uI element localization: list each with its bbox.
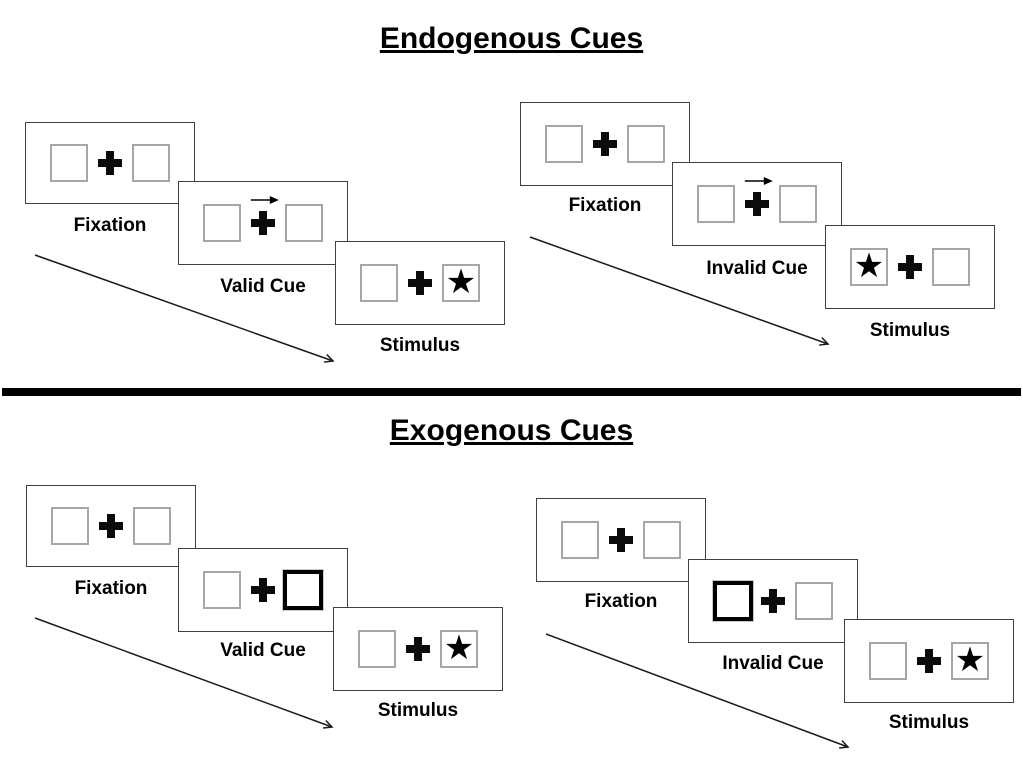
left-box: [203, 204, 241, 242]
fixation-cross-icon: [761, 589, 785, 613]
cued-box-highlight: [282, 569, 324, 611]
fixation-cross-icon: [917, 649, 941, 673]
right-box: [932, 248, 970, 286]
fixation-cross-icon: [745, 192, 769, 216]
cued-box-highlight: [712, 580, 754, 622]
right-box: [627, 125, 665, 163]
left-box: ★: [850, 248, 888, 286]
right-box: [779, 185, 817, 223]
fixation-panel: [536, 498, 706, 582]
fixation-cross-icon: [408, 271, 432, 295]
sequence-arrow-icon: [529, 236, 830, 346]
left-box: [51, 507, 89, 545]
panel-label: Stimulus: [377, 700, 459, 721]
section-title-endogenous: Endogenous Cues: [379, 22, 644, 55]
right-box: ★: [442, 264, 480, 302]
fixation-cross-icon: [609, 528, 633, 552]
target-star-icon: ★: [954, 640, 986, 679]
right-box: ★: [951, 642, 989, 680]
right-box: [285, 204, 323, 242]
sequence-arrow-icon: [34, 617, 334, 729]
panel-label: Invalid Cue: [722, 653, 824, 674]
left-box: [545, 125, 583, 163]
panel-label: Invalid Cue: [706, 258, 808, 279]
left-box: [869, 642, 907, 680]
target-star-icon: ★: [443, 628, 475, 667]
fixation-panel: [520, 102, 690, 186]
sequence-arrow-icon: [545, 633, 850, 749]
fixation-cross-icon: [251, 578, 275, 602]
panel-label: Valid Cue: [220, 276, 306, 297]
valid-cue-panel: [178, 548, 348, 632]
panel-label: Stimulus: [888, 712, 970, 733]
right-box: [795, 582, 833, 620]
valid-cue-panel: [178, 181, 348, 265]
left-box: [203, 571, 241, 609]
fixation-cross-icon: [99, 514, 123, 538]
cue-arrow-icon: [250, 196, 279, 204]
panel-label: Fixation: [73, 215, 147, 236]
left-box: [50, 144, 88, 182]
left-box: [360, 264, 398, 302]
target-star-icon: ★: [445, 262, 477, 301]
right-box: ★: [440, 630, 478, 668]
panel-label: Fixation: [568, 195, 642, 216]
right-box: [643, 521, 681, 559]
panel-label: Fixation: [74, 578, 148, 599]
panel-label: Fixation: [584, 591, 658, 612]
stimulus-panel: ★: [844, 619, 1014, 703]
left-box: [697, 185, 735, 223]
stimulus-panel: ★: [333, 607, 503, 691]
fixation-cross-icon: [98, 151, 122, 175]
stimulus-panel: ★: [335, 241, 505, 325]
fixation-cross-icon: [406, 637, 430, 661]
fixation-panel: [25, 122, 195, 204]
panel-label: Stimulus: [379, 335, 461, 356]
stimulus-panel: ★: [825, 225, 995, 309]
panel-label: Valid Cue: [220, 640, 306, 661]
cue-arrow-icon: [744, 177, 773, 185]
fixation-cross-icon: [898, 255, 922, 279]
target-star-icon: ★: [853, 246, 885, 285]
left-box: [358, 630, 396, 668]
sequence-arrow-icon: [34, 254, 335, 363]
fixation-cross-icon: [593, 132, 617, 156]
fixation-cross-icon: [251, 211, 275, 235]
section-title-exogenous: Exogenous Cues: [389, 414, 634, 447]
section-divider: [2, 388, 1021, 396]
invalid-cue-panel: [688, 559, 858, 643]
left-box: [561, 521, 599, 559]
right-box: [133, 507, 171, 545]
panel-label: Stimulus: [869, 320, 951, 341]
right-box: [132, 144, 170, 182]
fixation-panel: [26, 485, 196, 567]
invalid-cue-panel: [672, 162, 842, 246]
